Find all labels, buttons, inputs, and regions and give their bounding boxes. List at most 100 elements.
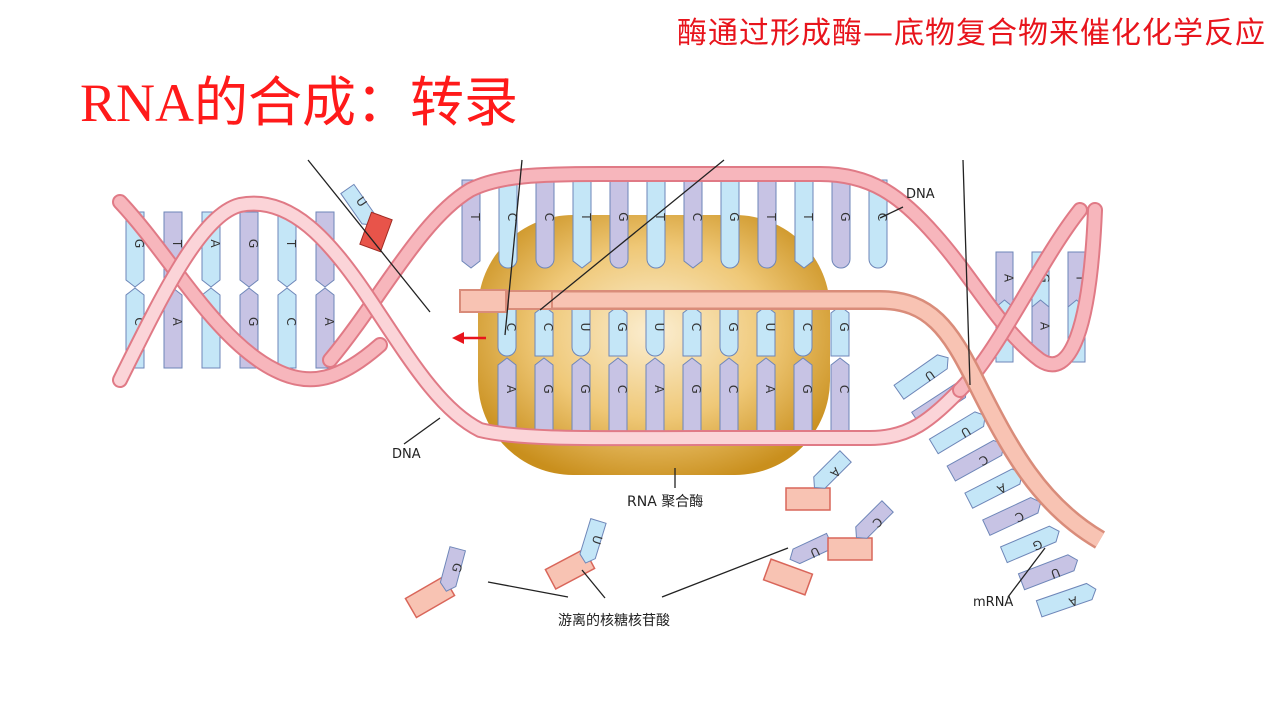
- label-rna-polymerase: RNA 聚合酶: [627, 494, 703, 510]
- template-base: C: [608, 357, 629, 433]
- base-letter: G: [726, 322, 740, 331]
- base-letter: U: [652, 323, 666, 332]
- slide-title: RNA的合成：转录: [80, 73, 519, 133]
- free-nucleotide: [827, 537, 873, 561]
- base-letter: T: [653, 212, 667, 221]
- template-base: A: [645, 357, 666, 433]
- rna-base: C: [793, 305, 814, 357]
- base-letter: G: [800, 384, 814, 393]
- transcription-direction-arrow: [452, 332, 486, 344]
- base-letter: G: [578, 384, 592, 393]
- coding-base: G: [609, 179, 630, 269]
- base-letter: T: [579, 212, 593, 221]
- coding-base: C: [498, 179, 519, 269]
- base-letter: C: [505, 213, 519, 221]
- base-letter: A: [504, 385, 518, 394]
- base-letter: G: [541, 384, 555, 393]
- rna-base: C: [534, 305, 555, 357]
- rna-base: U: [571, 305, 592, 357]
- base-letter: C: [690, 213, 704, 221]
- free-nucleotide-base: C: [855, 500, 894, 539]
- exit-mrna-base: A: [1035, 582, 1097, 618]
- rna-base: C: [682, 305, 703, 357]
- coding-base: G: [831, 179, 852, 269]
- coding-base: T: [646, 179, 667, 269]
- base-letter: A: [208, 239, 222, 248]
- base-letter: C: [837, 385, 851, 393]
- template-base: A: [756, 357, 777, 433]
- base-letter: A: [1038, 322, 1052, 331]
- base-letter: C: [800, 323, 814, 331]
- template-base: G: [793, 357, 814, 433]
- base-letter: A: [763, 385, 777, 394]
- coding-base: T: [757, 179, 778, 269]
- left-helix-base: G: [239, 211, 260, 288]
- rna-base: G: [719, 305, 740, 357]
- exit-mrna-base: C: [982, 497, 1042, 537]
- base-letter: G: [689, 384, 703, 393]
- base-letter: G: [838, 212, 852, 221]
- base-letter: G: [132, 239, 146, 248]
- free-nucleotide-base: U: [579, 517, 607, 564]
- rna-base: G: [830, 305, 851, 357]
- base-letter: T: [468, 212, 482, 221]
- rna-base: U: [645, 305, 666, 357]
- base-letter: G: [449, 561, 465, 574]
- base-letter: C: [504, 323, 518, 331]
- coding-base: G: [720, 179, 741, 269]
- exit-mrna-base: U: [893, 354, 949, 400]
- template-base: C: [719, 357, 740, 433]
- leader-lines: [307, 159, 1046, 599]
- base-letter: G: [615, 322, 629, 331]
- exit-mrna-base: U: [1017, 554, 1079, 591]
- coding-base: T: [794, 179, 815, 269]
- base-letter: G: [727, 212, 741, 221]
- base-letter: A: [652, 385, 666, 394]
- coding-base: C: [683, 179, 704, 269]
- free-nucleotide-base: G: [439, 546, 467, 592]
- base-letter: C: [689, 323, 703, 331]
- free-nucleotide-sugar: [359, 211, 393, 253]
- mrna-strand: [459, 289, 1106, 549]
- base-letter: T: [1074, 273, 1088, 282]
- base-letter: T: [170, 239, 184, 248]
- label-dna-left: DNA: [392, 447, 421, 462]
- free-nucleotide: [762, 558, 814, 596]
- base-letter: A: [322, 317, 336, 326]
- base-letter: C: [542, 213, 556, 221]
- coding-base: C: [535, 179, 556, 269]
- base-letter: T: [764, 212, 778, 221]
- exit-mrna-base: G: [999, 525, 1060, 564]
- exit-mrna-base: U: [928, 411, 986, 455]
- base-letter: G: [616, 212, 630, 221]
- base-letter: U: [589, 534, 605, 547]
- rna-base: C: [497, 305, 518, 357]
- base-letter: C: [615, 385, 629, 393]
- base-letter: G: [837, 322, 851, 331]
- template-base: A: [497, 357, 518, 433]
- template-base: G: [534, 357, 555, 433]
- base-letter: C: [726, 385, 740, 393]
- coding-base: T: [572, 179, 593, 269]
- top-note: 酶通过形成酶—底物复合物来催化化学反应: [677, 16, 1266, 51]
- base-letter: U: [763, 323, 777, 332]
- free-nucleotide: [785, 487, 831, 511]
- free-nucleotide-base: A: [813, 450, 852, 489]
- label-dna-top: DNA: [906, 187, 935, 202]
- label-free-nucleotides: 游离的核糖核苷酸: [558, 612, 670, 629]
- rna-base: G: [608, 305, 629, 357]
- label-mrna: mRNA: [973, 595, 1013, 610]
- base-letter: G: [246, 239, 260, 248]
- base-letter: T: [801, 212, 815, 221]
- base-letter: C: [132, 317, 146, 325]
- base-letter: C: [284, 317, 298, 325]
- base-letter: A: [1002, 274, 1016, 283]
- template-base: G: [571, 357, 592, 433]
- left-helix-base: C: [277, 287, 298, 369]
- template-base: G: [682, 357, 703, 433]
- base-letter: G: [246, 317, 260, 326]
- base-letter: A: [170, 317, 184, 326]
- base-letter: U: [578, 323, 592, 332]
- rna-base: U: [756, 305, 777, 357]
